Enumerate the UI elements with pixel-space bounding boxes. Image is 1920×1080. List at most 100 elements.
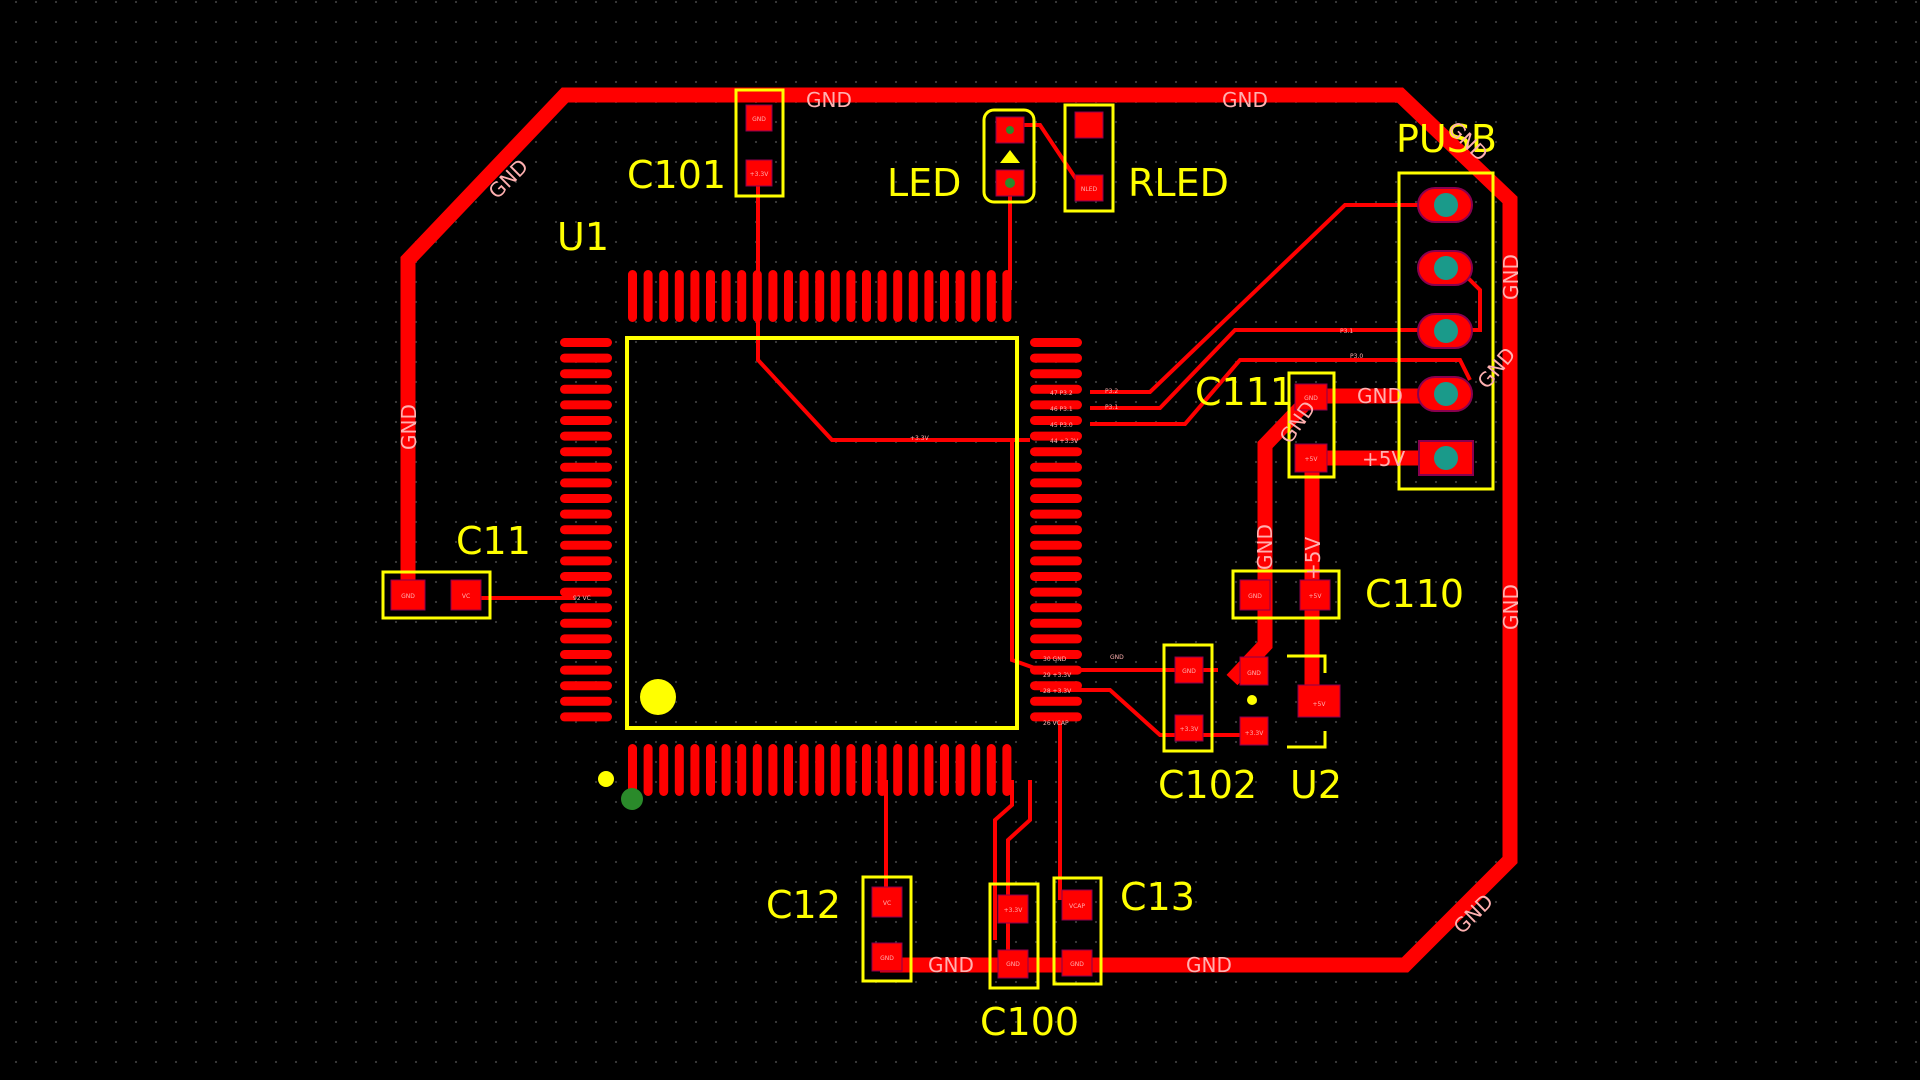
u1-pad-top[interactable]	[721, 270, 731, 322]
c13-pad-vcap[interactable]	[1061, 889, 1093, 921]
u1-pad-right[interactable]	[1030, 494, 1082, 503]
u1-pad-right[interactable]	[1030, 462, 1082, 472]
u1-pad-top[interactable]	[706, 270, 715, 322]
u1-pad-left[interactable]	[560, 618, 612, 628]
u1-pad-top[interactable]	[643, 270, 653, 322]
u1-pad-bottom[interactable]	[643, 744, 653, 796]
u1-pad-right[interactable]	[1030, 509, 1082, 519]
led-via-top[interactable]	[1006, 126, 1014, 134]
u1-pad-bottom[interactable]	[737, 744, 747, 796]
u1-pad-bottom[interactable]	[768, 744, 778, 796]
u2-pad-3[interactable]	[1297, 684, 1341, 718]
usb-pad-1[interactable]	[1417, 187, 1473, 223]
u1-pad-right[interactable]	[1030, 525, 1082, 535]
ref-c100[interactable]: C100	[980, 1000, 1079, 1044]
u1-pad-top[interactable]	[877, 270, 887, 322]
u1-pad-left[interactable]	[560, 712, 612, 722]
c11-pad-gnd[interactable]	[390, 579, 426, 611]
u1-pad-right[interactable]	[1030, 681, 1082, 691]
pusb-outline[interactable]	[1397, 171, 1495, 491]
c101-pad-gnd[interactable]	[745, 104, 773, 132]
led-via[interactable]	[1005, 178, 1015, 188]
c102-pad-gnd[interactable]	[1174, 656, 1204, 684]
c101-pad-3v3[interactable]	[745, 159, 773, 187]
trace-c100-3v3[interactable]	[993, 780, 1014, 940]
ref-c111[interactable]: C111	[1195, 370, 1294, 414]
u1-pad-bottom[interactable]	[674, 744, 684, 796]
u1-pad-top[interactable]	[784, 270, 793, 322]
u1-pad-bottom[interactable]	[986, 744, 996, 796]
c12-pad-gnd[interactable]	[871, 942, 903, 972]
u1-pad-top[interactable]	[986, 270, 996, 322]
u1-pad-bottom[interactable]	[846, 744, 856, 796]
u1-pad-top[interactable]	[659, 270, 669, 322]
u1-pad-right[interactable]	[1030, 712, 1082, 722]
u2-outline-top[interactable]	[1287, 654, 1327, 673]
led-outline[interactable]	[982, 108, 1036, 204]
c101-outline[interactable]	[734, 88, 785, 198]
c100-pad-3v3[interactable]	[997, 894, 1029, 924]
u1-pad-left[interactable]	[560, 603, 612, 613]
u1-pad-left[interactable]	[560, 650, 612, 659]
u1-pad-top[interactable]	[971, 270, 981, 322]
rled-pad-top[interactable]	[1074, 111, 1104, 139]
u1-pad-left[interactable]	[560, 509, 612, 519]
u1-pad-bottom[interactable]	[893, 744, 903, 796]
trace-led-rled[interactable]	[1020, 123, 1082, 187]
u1-pad-left[interactable]	[560, 338, 612, 347]
u1-pad-bottom[interactable]	[908, 744, 918, 796]
u1-pad-right[interactable]	[1030, 603, 1082, 613]
u1-pad-right[interactable]	[1030, 650, 1082, 659]
trace-p32[interactable]	[1090, 203, 1432, 394]
u1-pad-left[interactable]	[560, 384, 612, 394]
u2-pad-1[interactable]	[1239, 656, 1269, 686]
c111-pad-5v[interactable]	[1294, 443, 1328, 473]
u1-pad-top[interactable]	[924, 270, 934, 322]
u2-outline-bottom[interactable]	[1287, 731, 1327, 749]
u1-pad-left[interactable]	[560, 416, 612, 425]
u1-pad-top[interactable]	[940, 270, 949, 322]
rled-pad-bottom[interactable]	[1074, 174, 1104, 202]
u1-pad-bottom[interactable]	[628, 744, 637, 796]
u1-pad-top[interactable]	[690, 270, 700, 322]
u1-pad-right[interactable]	[1030, 556, 1082, 566]
u1-pad-bottom[interactable]	[877, 744, 887, 796]
u1-pad-left[interactable]	[560, 696, 612, 706]
u1-pad-right[interactable]	[1030, 618, 1082, 628]
ref-c102[interactable]: C102	[1158, 763, 1257, 807]
u1-pad-right[interactable]	[1030, 572, 1082, 581]
ref-rled[interactable]: RLED	[1128, 161, 1229, 205]
u1-pad-top[interactable]	[830, 270, 840, 322]
u1-pad-top[interactable]	[799, 270, 809, 322]
u1-pad-bottom[interactable]	[940, 744, 949, 796]
u1-pad-bottom[interactable]	[971, 744, 981, 796]
u1-pad-left[interactable]	[560, 634, 612, 644]
u1-pad-right[interactable]	[1030, 416, 1082, 425]
u1-pad-left[interactable]	[560, 525, 612, 535]
c12-pad-vc[interactable]	[871, 886, 903, 918]
ref-c110[interactable]: C110	[1365, 572, 1464, 616]
c110-outline[interactable]	[1231, 569, 1341, 620]
c102-outline[interactable]	[1162, 643, 1214, 753]
u1-pad-top[interactable]	[862, 270, 871, 322]
trace-p30[interactable]	[1090, 358, 1472, 426]
u1-pad-bottom[interactable]	[955, 744, 965, 796]
c11-pad-vc[interactable]	[450, 579, 482, 611]
u1-body-outline[interactable]	[625, 336, 1019, 730]
ref-pusb[interactable]: PUSB	[1396, 117, 1497, 161]
u1-pad-right[interactable]	[1030, 696, 1082, 706]
c110-pad-5v[interactable]	[1299, 579, 1331, 611]
usb-pad-2[interactable]	[1417, 250, 1473, 286]
u1-pad-right[interactable]	[1030, 540, 1082, 550]
u1-pad-top[interactable]	[752, 270, 762, 322]
u1-pad-right[interactable]	[1030, 587, 1082, 597]
u1-pad-left[interactable]	[560, 369, 612, 379]
c13-pad-gnd[interactable]	[1061, 949, 1093, 977]
u1-pad-top[interactable]	[893, 270, 903, 322]
u1-pad-bottom[interactable]	[815, 744, 825, 796]
c100-pad-gnd[interactable]	[997, 949, 1029, 979]
u1-pad-right[interactable]	[1030, 338, 1082, 347]
u1-pad-top[interactable]	[1002, 270, 1012, 322]
trace-c101-3v3[interactable]	[756, 180, 1030, 442]
